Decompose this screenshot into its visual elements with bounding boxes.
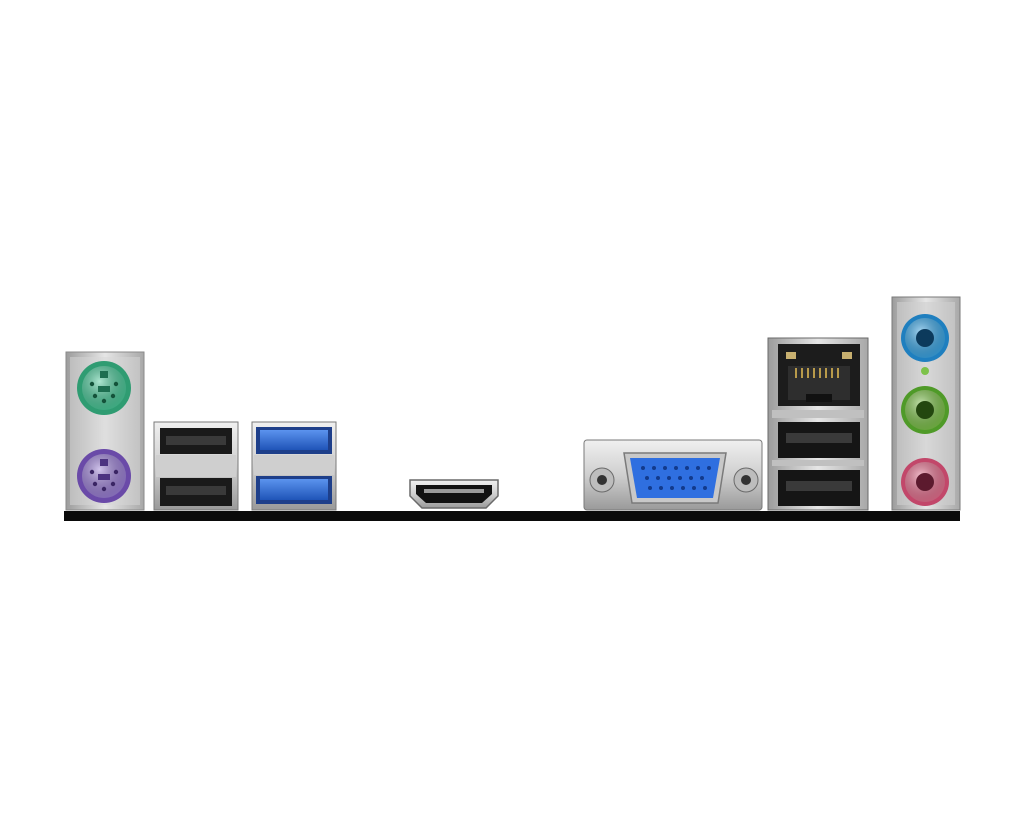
ps2-ports — [65, 351, 145, 511]
usb-port-icon[interactable] — [160, 428, 232, 454]
lan-usb-stack — [767, 337, 869, 511]
lan-port[interactable] — [778, 344, 860, 406]
usb3-port-icon[interactable] — [256, 476, 332, 504]
usb2-ports — [153, 421, 239, 511]
usb-port-icon[interactable] — [160, 478, 232, 506]
hdmi-port[interactable] — [409, 479, 499, 509]
audio-jacks — [891, 296, 961, 511]
usb3-port-icon[interactable] — [256, 427, 332, 454]
ps2-keyboard-port[interactable] — [77, 449, 131, 503]
audio-line-out-jack[interactable] — [901, 386, 949, 434]
vga-port[interactable] — [583, 439, 763, 511]
ps2-mouse-port[interactable] — [77, 361, 131, 415]
audio-mic-jack[interactable] — [901, 458, 949, 506]
board-edge — [64, 511, 960, 521]
audio-line-in-jack[interactable] — [901, 314, 949, 362]
usb3-ports — [251, 421, 337, 511]
usb-port-icon[interactable] — [778, 470, 860, 506]
vga-port-icon — [630, 458, 720, 498]
usb-port-icon[interactable] — [778, 422, 860, 458]
